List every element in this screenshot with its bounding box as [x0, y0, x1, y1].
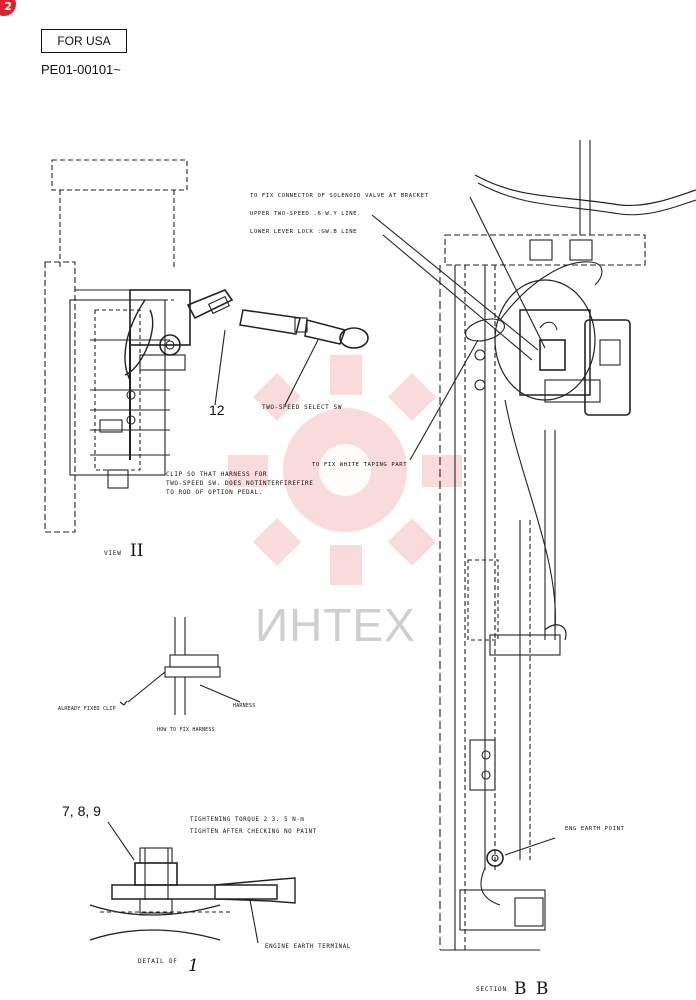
how-to-fix-harness-caption: HOW TO FIX HARNESS	[157, 727, 215, 733]
detail1-earth-terminal	[89, 821, 296, 944]
view-numeral: II	[130, 541, 144, 561]
leader-upper	[371, 214, 539, 351]
solenoid-valve-assembly	[464, 261, 631, 416]
note-connector-bracket: TO FIX CONNECTOR OF SOLENOID VALVE AT BR…	[250, 193, 429, 199]
already-fixed-clip-label: ALREADY FIXED CLIP	[58, 706, 116, 712]
detail-number: 1	[188, 956, 199, 976]
eng-earth-point-label: ENG EARTH POINT	[565, 826, 625, 832]
view2-frame	[44, 159, 188, 533]
section-bb-frame	[439, 140, 696, 951]
market-label-box: FOR USA	[41, 29, 127, 53]
two-speed-switch-label: TWO-SPEED SELECT SW	[262, 404, 343, 411]
section-label: SECTION	[476, 986, 507, 993]
view-label: VIEW	[104, 550, 122, 557]
detail-of-label: DETAIL OF	[138, 958, 178, 965]
section-letters: B B	[514, 979, 551, 999]
note-upper-two-speed: UPPER TWO-SPEED .6·W.Y LINE.	[250, 211, 362, 217]
note-white-taping: TO FIX WHITE TAPING PART	[312, 462, 408, 468]
leader-white-taping	[409, 339, 479, 461]
leader-switch	[284, 339, 319, 406]
leader-12	[214, 329, 226, 406]
harness-clip-detail	[119, 617, 241, 715]
leader-earth	[504, 837, 556, 856]
watermark-text: ИНТЕХ	[255, 599, 416, 651]
torque-note: TIGHTENING TORQUE 2 3. 5 N·m	[190, 817, 305, 823]
clip-note-line2: TWO-SPEED SW. DOES NOTINTERFIREFIRE	[166, 480, 314, 487]
leader-connector	[469, 196, 546, 349]
page-badge: 2	[0, 0, 16, 16]
pedal-clip	[544, 624, 567, 641]
clip-note-line1: CLIP SO THAT HARNESS FOR	[166, 471, 268, 478]
callout-12: 12	[209, 402, 225, 418]
leader-lower	[382, 234, 533, 361]
watermark-gear-hole	[319, 444, 371, 496]
view2-switch-bracket	[124, 289, 234, 381]
paint-note: TIGHTEN AFTER CHECKING NO PAINT	[190, 829, 317, 835]
eng-earth-point-bolt	[480, 849, 504, 906]
serial-range: PE01-00101~	[41, 62, 121, 77]
harness-label: HARNESS	[233, 703, 256, 709]
note-lower-lever-lock: LOWER LEVER LOCK :GW.B LINE	[250, 229, 358, 235]
two-speed-switch-knob	[239, 309, 369, 349]
callout-7-8-9: 7, 8, 9	[62, 803, 101, 819]
engine-earth-terminal-label: ENGINE EARTH TERMINAL	[265, 944, 351, 950]
clip-note: CLIP SO THAT HARNESS FOR TWO-SPEED SW. D…	[166, 470, 313, 497]
clip-note-line3: TO ROD OF OPTION PEDAL.	[166, 489, 263, 496]
